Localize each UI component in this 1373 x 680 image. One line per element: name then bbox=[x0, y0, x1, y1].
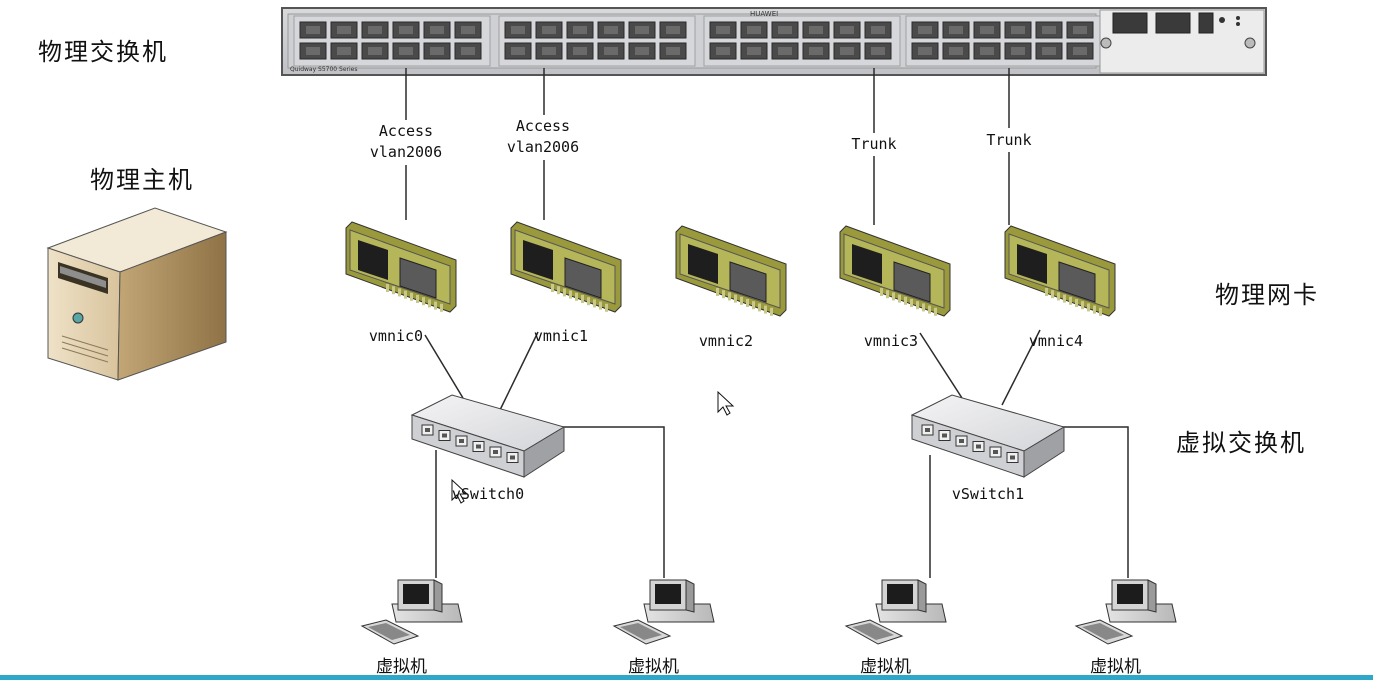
nic-4-icon bbox=[1004, 225, 1116, 317]
vm-label-1: 虚拟机 bbox=[628, 657, 679, 677]
switch-port-grid bbox=[293, 15, 1103, 67]
nic-1-icon bbox=[510, 221, 622, 313]
nic-0-icon bbox=[345, 221, 457, 313]
physical-nics bbox=[345, 221, 1116, 317]
vm-3-icon bbox=[1074, 579, 1177, 645]
port-mode-label-3: Trunk bbox=[986, 131, 1032, 149]
vswitch0-icon bbox=[410, 394, 566, 478]
nic-label-2: vmnic2 bbox=[698, 332, 754, 350]
switch-brand: HUAWEI bbox=[750, 10, 778, 18]
physical-nic-label: 物理网卡 bbox=[1215, 281, 1319, 309]
vswitch-label-1: vSwitch1 bbox=[951, 485, 1025, 503]
vm-2-icon bbox=[844, 579, 947, 645]
vswitch-vm-lines bbox=[435, 426, 1129, 578]
physical-host-label: 物理主机 bbox=[90, 166, 194, 194]
uplink-lines bbox=[405, 68, 1010, 225]
physical-switch: HUAWEI Quidway S5700 Series bbox=[281, 7, 1267, 76]
vm-0-icon bbox=[360, 579, 463, 645]
mouse-cursor-icon bbox=[717, 390, 735, 416]
nic-3-icon bbox=[839, 225, 951, 317]
port-vlan-label-1: vlan2006 bbox=[506, 138, 580, 156]
virtual-switch-label: 虚拟交换机 bbox=[1176, 429, 1306, 457]
nic-label-1: vmnic1 bbox=[533, 327, 589, 345]
physical-switch-label: 物理交换机 bbox=[38, 38, 168, 66]
vswitch1-icon bbox=[910, 394, 1066, 478]
nic-label-3: vmnic3 bbox=[863, 332, 919, 350]
virtual-machines bbox=[360, 579, 1177, 645]
nic-label-4: vmnic4 bbox=[1028, 332, 1084, 350]
bottom-accent-bar bbox=[0, 675, 1373, 680]
mouse-cursor-icon bbox=[451, 478, 469, 504]
port-mode-label-1: Access bbox=[515, 117, 571, 135]
port-mode-label-2: Trunk bbox=[851, 135, 897, 153]
nic-label-0: vmnic0 bbox=[368, 327, 424, 345]
port-vlan-label-0: vlan2006 bbox=[369, 143, 443, 161]
vswitch-label-0: vSwitch0 bbox=[451, 485, 525, 503]
nic-vswitch-lines bbox=[424, 329, 1041, 411]
vm-label-0: 虚拟机 bbox=[376, 657, 427, 677]
port-mode-label-0: Access bbox=[378, 122, 434, 140]
vm-label-3: 虚拟机 bbox=[1090, 657, 1141, 677]
vm-1-icon bbox=[612, 579, 715, 645]
nic-2-icon bbox=[675, 225, 787, 317]
switch-model: Quidway S5700 Series bbox=[290, 66, 357, 73]
vm-label-2: 虚拟机 bbox=[860, 657, 911, 677]
physical-host-icon bbox=[46, 207, 228, 381]
